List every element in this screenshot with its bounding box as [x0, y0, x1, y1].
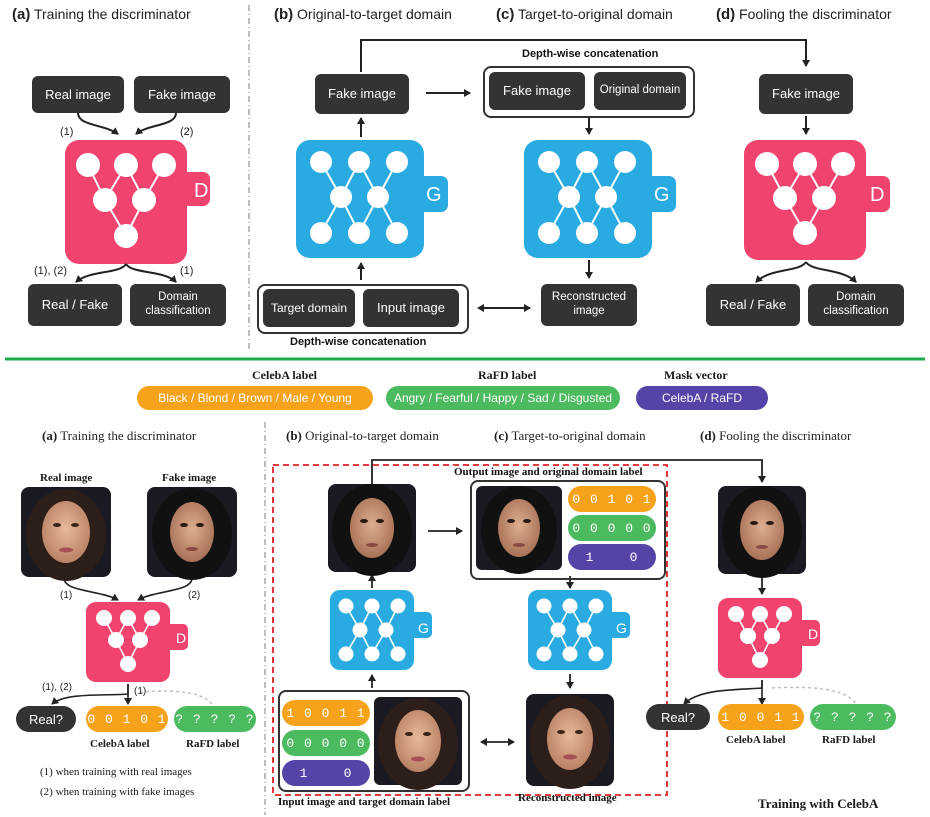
- reconstructed-image-box: Reconstructed image: [541, 284, 637, 326]
- depth-concat-caption-b: Depth-wise concatenation: [290, 336, 427, 348]
- legend-celeba-title: CelebA label: [252, 368, 317, 382]
- celeba-vector-a: 0 0 1 0 1: [86, 706, 168, 732]
- real-fake-box-d: Real / Fake: [706, 284, 800, 326]
- bottom-section-a-title: (a) Training the discriminator: [42, 428, 197, 443]
- top-section-d-title: (d) Fooling the discriminator: [716, 6, 892, 23]
- fake-image-photo: [147, 487, 237, 580]
- celeba-vector-out: 0 0 1 0 1: [568, 486, 656, 512]
- target-domain-box: Target domain: [263, 289, 355, 327]
- rafd-vector-a: ? ? ? ? ?: [174, 706, 256, 732]
- fake-image-label: Fake image: [162, 472, 217, 484]
- fake-image-photo-d: [718, 486, 806, 578]
- input-image-photo-b: [374, 697, 462, 790]
- real-image-label: Real image: [40, 472, 93, 484]
- rafd-label-caption-a: RaFD label: [186, 738, 240, 750]
- rafd-label-caption-d: RaFD label: [822, 734, 876, 746]
- reconstructed-caption: Reconstructed image: [518, 792, 617, 804]
- generator-letter-b: G: [426, 184, 442, 206]
- discriminator-network-bottom-d: [718, 598, 820, 678]
- rafd-vector-d: ? ? ? ? ?: [810, 704, 896, 730]
- generator-network-bottom-c: [528, 590, 630, 670]
- domain-classification-box-d: Domain classification: [808, 284, 904, 326]
- arrow-label-1-2: (1), (2): [34, 265, 67, 277]
- generator-network-bottom-b: [330, 590, 432, 670]
- arrow-label-1b: (1): [180, 265, 194, 277]
- celeba-vector-d: 1 0 0 1 1: [718, 704, 804, 730]
- output-image-photo-c: [476, 486, 562, 574]
- discriminator-network-bottom-a: [86, 602, 188, 682]
- domain-classification-box: Domain classification: [130, 284, 226, 326]
- real-image-photo: [21, 487, 111, 581]
- rafd-vector-out: 0 0 0 0 0: [568, 515, 656, 541]
- discriminator-letter-d: D: [870, 184, 885, 206]
- generator-letter-c: G: [654, 184, 670, 206]
- bottom-arrow-label-1b: (1): [134, 686, 147, 697]
- real-fake-box: Real / Fake: [28, 284, 122, 326]
- fake-image-box: Fake image: [134, 76, 230, 113]
- fake-image-box-c: Fake image: [489, 72, 585, 110]
- bottom-arrow-label-1: (1): [60, 590, 73, 601]
- input-image-box: Input image: [363, 289, 459, 327]
- output-caption: Output image and original domain label: [454, 466, 643, 478]
- bottom-section-b-title: (b) Original-to-target domain: [286, 428, 439, 443]
- celeba-label-caption-a: CelebA label: [90, 738, 150, 750]
- legend-rafd-title: RaFD label: [478, 368, 537, 382]
- real-question-pill-d: Real?: [646, 704, 710, 730]
- dashed-frame: [272, 464, 668, 796]
- real-image-box: Real image: [32, 76, 124, 113]
- original-domain-box: Original domain: [594, 72, 686, 110]
- legend-celeba-pill: Black / Blond / Brown / Male / Young: [137, 386, 373, 410]
- top-section-b-title: (b) Original-to-target domain: [274, 6, 452, 23]
- arrow-label-1: (1): [60, 126, 74, 138]
- celeba-vector-in: 1 0 0 1 1: [282, 700, 370, 726]
- depth-concat-caption-c: Depth-wise concatenation: [522, 48, 659, 60]
- discriminator-letter: D: [194, 180, 209, 202]
- note-fake-images: (2) when training with fake images: [40, 786, 195, 798]
- reconstructed-image-photo: [526, 694, 614, 789]
- rafd-vector-in: 0 0 0 0 0: [282, 730, 370, 756]
- mask-vector-out: 1 0: [568, 544, 656, 570]
- celeba-label-caption-d: CelebA label: [726, 734, 786, 746]
- bottom-arrow-label-1-2: (1), (2): [42, 682, 72, 693]
- bottom-discriminator-letter-d: D: [808, 626, 819, 642]
- mask-vector-in: 1 0: [282, 760, 370, 786]
- input-label-frame: [278, 690, 470, 792]
- output-concat-frame: [483, 66, 695, 118]
- bottom-discriminator-letter: D: [176, 630, 187, 646]
- top-section-a-title: (a) Training the discriminator: [12, 6, 191, 23]
- bottom-generator-letter-c: G: [616, 620, 627, 636]
- discriminator-network-top-d: [744, 140, 890, 260]
- legend-rafd-pill: Angry / Fearful / Happy / Sad / Disguste…: [386, 386, 620, 410]
- fake-image-box-b: Fake image: [315, 74, 409, 114]
- legend-mask-title: Mask vector: [664, 368, 728, 382]
- fake-image-box-d: Fake image: [759, 74, 853, 114]
- bottom-section-c-title: (c) Target-to-original domain: [494, 428, 646, 443]
- generator-network-top-b: [296, 140, 448, 258]
- top-section-c-title: (c) Target-to-original domain: [496, 6, 673, 23]
- real-question-pill: Real?: [16, 706, 76, 732]
- output-label-frame: [470, 480, 666, 580]
- bottom-generator-letter-b: G: [418, 620, 429, 636]
- arrow-label-2: (2): [180, 126, 194, 138]
- discriminator-network-top-a: [65, 140, 210, 264]
- input-caption: Input image and target domain label: [278, 796, 451, 808]
- note-real-images: (1) when training with real images: [40, 766, 192, 778]
- footer-training-with-celeba: Training with CelebA: [758, 796, 879, 811]
- generated-image-photo-b: [328, 484, 416, 576]
- legend-mask-pill: CelebA / RaFD: [636, 386, 768, 410]
- input-concat-frame: [257, 284, 469, 334]
- bottom-section-d-title: (d) Fooling the discriminator: [700, 428, 852, 443]
- generator-network-top-c: [524, 140, 676, 258]
- bottom-arrow-label-2: (2): [188, 590, 201, 601]
